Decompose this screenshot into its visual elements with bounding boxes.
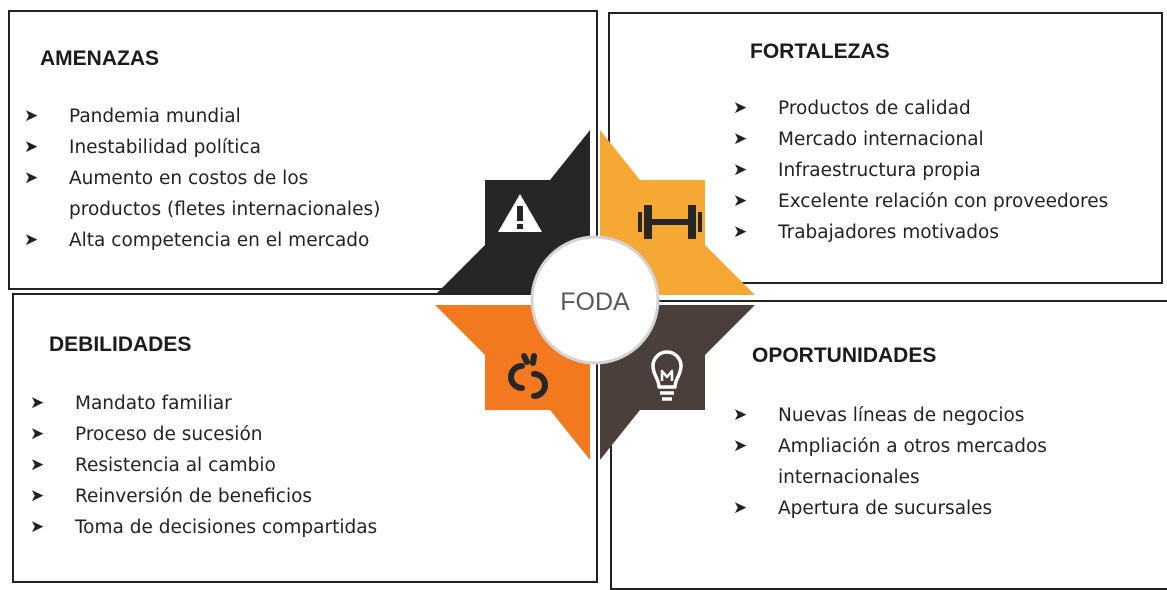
- bullet-arrow-icon: ➤: [24, 168, 39, 188]
- bullet-arrow-icon: ➤: [733, 191, 748, 211]
- bullet-arrow-icon: ➤: [24, 106, 39, 126]
- warning-icon: [498, 194, 542, 232]
- amenazas-title: AMENAZAS: [40, 47, 159, 70]
- list-item: ➤Pandemia mundial: [24, 101, 380, 132]
- dumbbell-icon: [638, 205, 702, 239]
- lightbulb-icon: [651, 350, 683, 401]
- list-item: ➤Proceso de sucesión: [30, 419, 377, 450]
- bullet-arrow-icon: ➤: [24, 230, 39, 250]
- list-item: ➤Alta competencia en el mercado: [24, 225, 380, 256]
- bullet-arrow-icon: ➤: [733, 222, 748, 242]
- bullet-arrow-icon: ➤: [30, 393, 45, 413]
- center-label: FODA: [560, 288, 630, 316]
- debilidades-list: ➤Mandato familiar ➤Proceso de sucesión ➤…: [30, 388, 377, 543]
- bullet-arrow-icon: ➤: [733, 436, 748, 456]
- foda-star-graphic: FODA: [435, 130, 755, 460]
- oportunidades-title: OPORTUNIDADES: [752, 344, 937, 367]
- bullet-arrow-icon: ➤: [733, 405, 748, 425]
- list-item: ➤Productos de calidad: [733, 93, 1108, 124]
- debilidades-title: DEBILIDADES: [49, 333, 192, 356]
- list-item-continuation: internacionales: [778, 467, 920, 488]
- list-item-continuation: productos (fletes internacionales): [69, 199, 381, 220]
- list-item: ➤Infraestructura propia: [733, 155, 1108, 186]
- bullet-arrow-icon: ➤: [30, 517, 45, 537]
- bullet-arrow-icon: ➤: [30, 455, 45, 475]
- bullet-arrow-icon: ➤: [30, 486, 45, 506]
- list-item: ➤Mercado internacional: [733, 124, 1108, 155]
- oportunidades-list: ➤Nuevas líneas de negocios ➤Ampliación a…: [733, 400, 1047, 524]
- bullet-arrow-icon: ➤: [733, 498, 748, 518]
- broken-link-icon: [508, 353, 548, 399]
- amenazas-box: AMENAZAS ➤Pandemia mundial ➤Inestabilida…: [8, 10, 598, 290]
- bullet-arrow-icon: ➤: [733, 129, 748, 149]
- list-item: ➤Toma de decisiones compartidas: [30, 512, 377, 543]
- bullet-arrow-icon: ➤: [24, 137, 39, 157]
- list-item: ➤Trabajadores motivados: [733, 217, 1108, 248]
- list-item: ➤Ampliación a otros mercados: [733, 431, 1047, 462]
- list-item: ➤Aumento en costos de los: [24, 163, 380, 194]
- list-item: ➤Mandato familiar: [30, 388, 377, 419]
- center-circle: [530, 235, 660, 365]
- bullet-arrow-icon: ➤: [733, 98, 748, 118]
- list-item: ➤Nuevas líneas de negocios: [733, 400, 1047, 431]
- list-item: ➤Resistencia al cambio: [30, 450, 377, 481]
- list-item: ➤Excelente relación con proveedores: [733, 186, 1108, 217]
- amenazas-list: ➤Pandemia mundial ➤Inestabilidad polític…: [24, 101, 380, 256]
- fortalezas-title: FORTALEZAS: [750, 40, 890, 63]
- list-item: ➤Inestabilidad política: [24, 132, 380, 163]
- list-item: ➤Apertura de sucursales: [733, 493, 1047, 524]
- bullet-arrow-icon: ➤: [30, 424, 45, 444]
- bullet-arrow-icon: ➤: [733, 160, 748, 180]
- list-item: ➤Reinversión de beneficios: [30, 481, 377, 512]
- fortalezas-list: ➤Productos de calidad ➤Mercado internaci…: [733, 93, 1108, 248]
